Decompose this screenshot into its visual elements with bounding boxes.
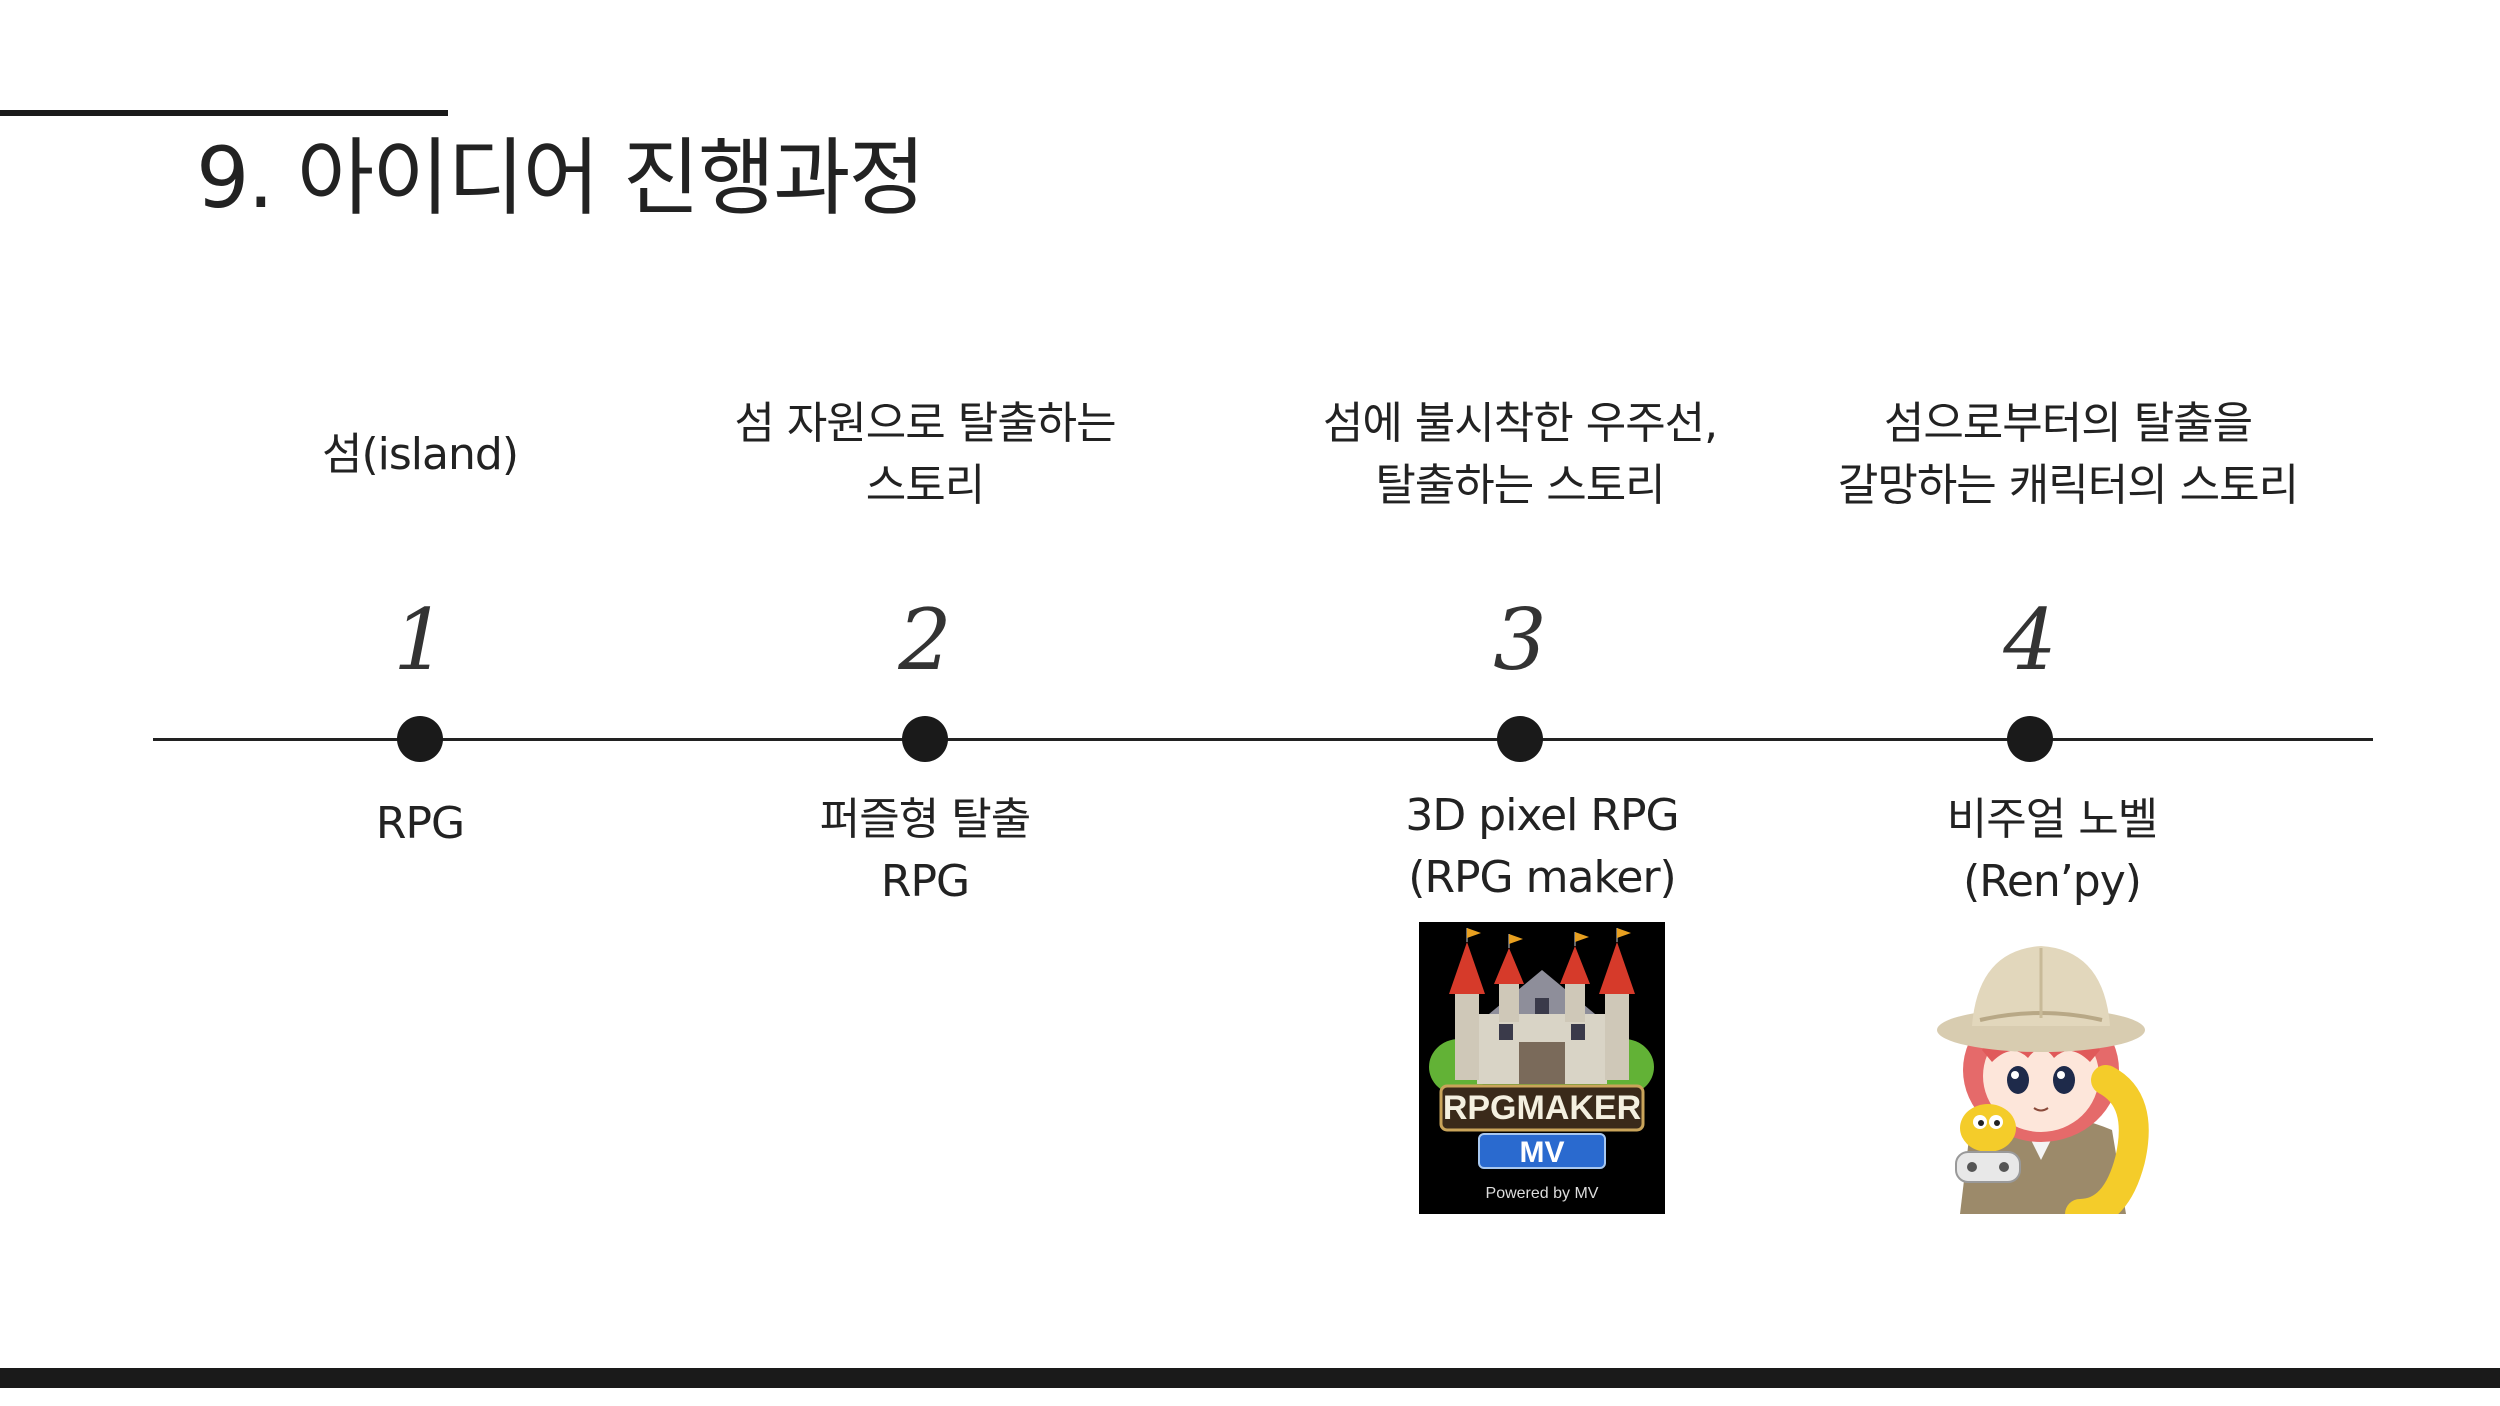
step-number: 4 [2003, 591, 2057, 689]
page-title: 9. 아이디어 진행과정 [196, 129, 926, 227]
step-genre: RPG [375, 798, 465, 849]
step-genre: 비주얼 노벨 (Ren’py) [1946, 794, 2158, 907]
step-number: 1 [393, 591, 447, 689]
timeline-dot [397, 716, 443, 762]
rpgmaker-mv-logo: RPGMAKER MV Powered by MV [1419, 922, 1665, 1214]
timeline-dot [902, 716, 948, 762]
step-number: 3 [1493, 591, 1547, 689]
timeline-dot [1497, 716, 1543, 762]
castle-icon: RPGMAKER MV Powered by MV [1419, 922, 1665, 1214]
logo-badge: MV [1520, 1136, 1565, 1169]
bottom-bar [0, 1368, 2500, 1388]
timeline-line [153, 738, 2373, 741]
step-number: 2 [898, 591, 952, 689]
logo-tagline: Powered by MV [1486, 1185, 1599, 1202]
logo-wordmark: RPGMAKER [1443, 1089, 1641, 1127]
step-genre: 퍼즐형 탈출 RPG [819, 794, 1031, 907]
step-description: 섬 자원으로 탈출하는 스토리 [734, 398, 1116, 511]
step-genre: 3D pixel RPG (RPG maker) [1405, 790, 1679, 903]
step-description: 섬에 불시착한 우주선, 탈출하는 스토리 [1322, 398, 1718, 511]
renpy-mascot-illustration [1930, 930, 2152, 1229]
timeline-dot [2007, 716, 2053, 762]
step-description: 섬(island) [322, 429, 519, 480]
mascot-icon [1937, 946, 2149, 1229]
top-rule [0, 110, 448, 116]
step-description: 섬으로부터의 탈출을 갈망하는 캐릭터의 스토리 [1837, 398, 2299, 511]
